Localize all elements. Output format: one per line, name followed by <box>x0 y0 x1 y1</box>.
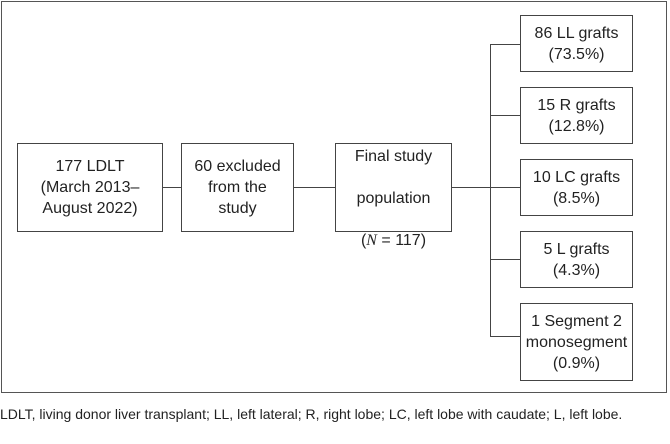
excluded-box: 60 excluded from the study <box>181 143 294 232</box>
branch-line-lc <box>490 187 520 188</box>
graft-box-segment2: 1 Segment 2 monosegment (0.9%) <box>520 303 633 381</box>
graft-label-l: 5 L grafts (4.3%) <box>543 240 610 279</box>
figure-footnote: LDLT, living donor liver transplant; LL,… <box>0 406 623 422</box>
final-population-box: Final study population (N = 117) <box>335 143 452 249</box>
branch-line-seg2 <box>490 336 520 337</box>
branch-line-ll <box>490 44 520 45</box>
graft-label-lc: 10 LC grafts (8.5%) <box>532 168 621 207</box>
graft-box-r: 15 R grafts (12.8%) <box>520 87 633 144</box>
start-box: 177 LDLT (March 2013– August 2022) <box>17 143 163 232</box>
start-label: 177 LDLT (March 2013– August 2022) <box>40 158 140 217</box>
connector-final-branch <box>452 187 490 188</box>
graft-label-ll: 86 LL grafts (73.5%) <box>534 24 619 63</box>
branch-line-l <box>490 259 520 260</box>
excluded-label: 60 excluded from the study <box>194 158 281 217</box>
connector-start-excluded <box>163 187 181 188</box>
graft-label-segment2: 1 Segment 2 monosegment (0.9%) <box>525 312 628 372</box>
branch-vertical-line <box>490 44 491 336</box>
graft-label-r: 15 R grafts (12.8%) <box>537 96 616 135</box>
graft-box-lc: 10 LC grafts (8.5%) <box>520 159 633 216</box>
branch-line-r <box>490 115 520 116</box>
connector-excluded-final <box>294 187 335 188</box>
figure-frame <box>1 1 667 393</box>
graft-box-ll: 86 LL grafts (73.5%) <box>520 15 633 72</box>
final-population-label: Final study population (N = 117) <box>354 147 433 249</box>
graft-box-l: 5 L grafts (4.3%) <box>520 231 633 288</box>
